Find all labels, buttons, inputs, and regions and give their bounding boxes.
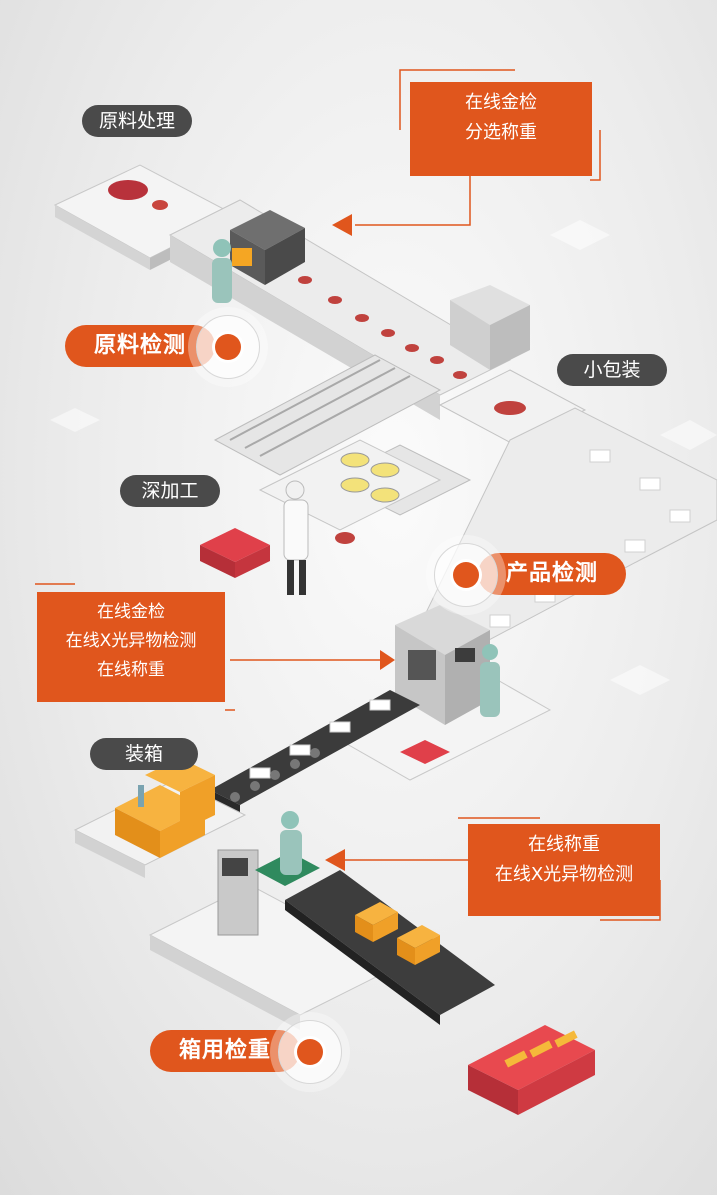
box-checkweigh-line	[148, 811, 595, 1115]
boxing-conveyor	[73, 690, 420, 878]
callout-box-checkweigh: 在线称重 在线X光异物检测	[468, 824, 660, 916]
callout-line: 在线称重	[528, 834, 600, 855]
station-label-product-inspection: 产品检测	[478, 553, 626, 595]
station-label-raw-inspection: 原料检测	[65, 325, 215, 367]
station-label-deep-processing: 深加工	[120, 475, 220, 507]
product-inspection-station	[338, 605, 552, 781]
callout-line: 在线称重	[97, 660, 165, 680]
station-label-raw-processing: 原料处理	[82, 105, 192, 137]
callout-line: 在线金检	[97, 602, 165, 622]
station-label-small-pack: 小包装	[557, 354, 667, 386]
callout-line: 在线X光异物检测	[65, 631, 197, 651]
station-label-box-checkweigh: 箱用检重	[150, 1030, 300, 1072]
callout-line: 在线X光异物检测	[494, 864, 634, 885]
callout-line: 在线金检	[465, 92, 537, 113]
callout-line: 分选称重	[465, 122, 537, 143]
arrow-icons	[325, 214, 395, 871]
raw-inspection-target-icon	[196, 315, 260, 379]
product-inspection-target-icon	[434, 543, 498, 607]
box-checkweigh-target-icon	[278, 1020, 342, 1084]
raw-meat-icon	[108, 180, 148, 200]
callout-product-inspection: 在线金检 在线X光异物检测 在线称重	[37, 592, 225, 702]
callout-lines	[35, 69, 661, 921]
callout-raw-inspection: 在线金检 分选称重	[410, 82, 592, 176]
background-tiles	[50, 220, 717, 695]
station-label-boxing: 装箱	[90, 738, 198, 770]
deep-processing-conveyor	[200, 354, 472, 595]
